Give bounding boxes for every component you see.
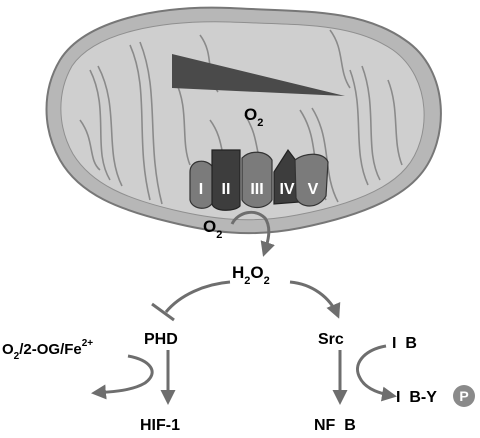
complex-i-label: I — [199, 181, 203, 198]
arrow-h2o2-to-src — [289, 280, 341, 319]
oxygen-gradient-label: O2 — [244, 105, 263, 129]
hif1-label: HIF-1 — [140, 417, 180, 434]
phosphate-badge: P — [453, 385, 475, 407]
arrow-cofactors-to-phd — [91, 354, 154, 400]
inhibition-bar — [151, 302, 175, 322]
inhibition-h2o2-to-phd — [164, 280, 231, 313]
complex-ii-shape — [211, 149, 241, 211]
complex-ii-label: II — [222, 181, 231, 198]
ikb-tyr-label: I B-Y — [396, 389, 437, 406]
arrow-ikb-phosphorylation — [356, 344, 397, 402]
arrow-complex-to-h2o2 — [230, 210, 275, 257]
complex-iv-label: IV — [279, 181, 294, 198]
phd-label: PHD — [144, 331, 178, 348]
oxygen-gradient-triangle — [172, 54, 345, 96]
ikb-label: I B — [392, 335, 417, 352]
src-label: Src — [318, 331, 344, 348]
nfkb-label: NF B — [314, 417, 356, 434]
respiratory-chain: I II III IV V — [189, 148, 329, 211]
complex-v-label: V — [308, 181, 319, 198]
pathway-arrows — [91, 210, 397, 405]
complex-oxygen-label: O2 — [203, 217, 222, 241]
mitochondrion: O2 I II III IV V O2 — [45, 6, 442, 241]
phosphate-label: P — [459, 388, 468, 404]
phosphate-circle — [453, 385, 475, 407]
complex-iii-label: III — [250, 181, 263, 198]
h2o2-label: H2O2 — [232, 263, 270, 287]
mitochondrion-matrix — [60, 21, 425, 221]
phd-cofactors-label: O2/2-OG/Fe2+ — [2, 338, 93, 362]
complex-iii-shape — [241, 151, 273, 209]
complex-v-shape — [294, 153, 329, 207]
